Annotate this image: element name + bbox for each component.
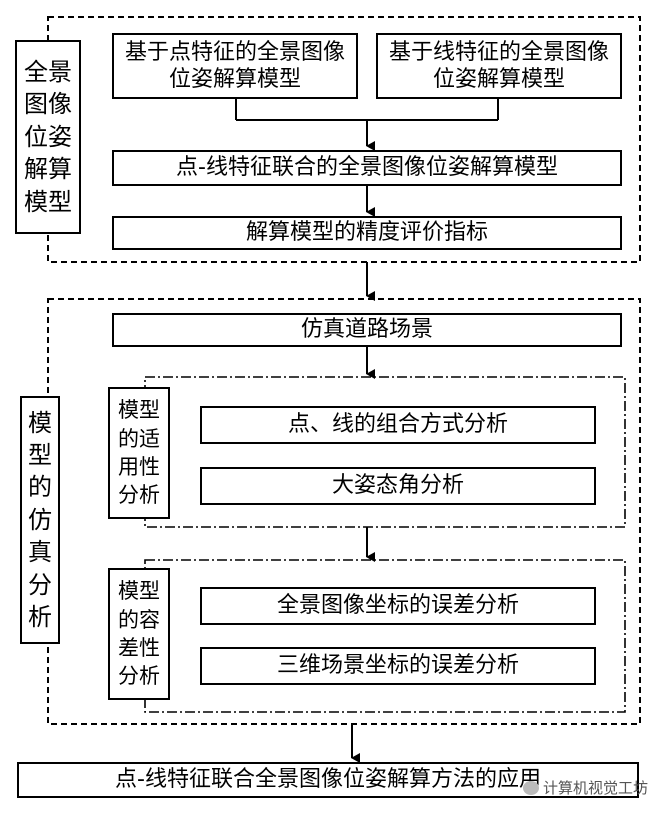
section2-label: 模型的仿真分析 — [20, 396, 60, 644]
watermark: 计算机视觉工坊 — [522, 777, 648, 798]
watermark-text: 计算机视觉工坊 — [542, 779, 648, 797]
wechat-icon — [522, 780, 539, 795]
large-attitude-angle-box: 大姿态角分析 — [200, 467, 596, 505]
accuracy-index-box: 解算模型的精度评价指标 — [112, 216, 622, 250]
applicability-label: 模型的适用性分析 — [108, 387, 170, 519]
point-line-combination-box: 点、线的组合方式分析 — [200, 406, 596, 444]
scene-coordinate-error-box: 三维场景坐标的误差分析 — [200, 647, 596, 685]
section1-label: 全景图像位姿解算模型 — [15, 40, 81, 234]
point-feature-model-box: 基于点特征的全景图像位姿解算模型 — [112, 33, 358, 99]
tolerance-frame — [144, 559, 626, 713]
image-coordinate-error-box: 全景图像坐标的误差分析 — [200, 587, 596, 625]
combined-model-box: 点-线特征联合的全景图像位姿解算模型 — [112, 150, 622, 186]
simulated-scene-box: 仿真道路场景 — [112, 313, 622, 347]
tolerance-label: 模型的容差性分析 — [108, 568, 170, 700]
line-feature-model-box: 基于线特征的全景图像位姿解算模型 — [376, 33, 622, 99]
